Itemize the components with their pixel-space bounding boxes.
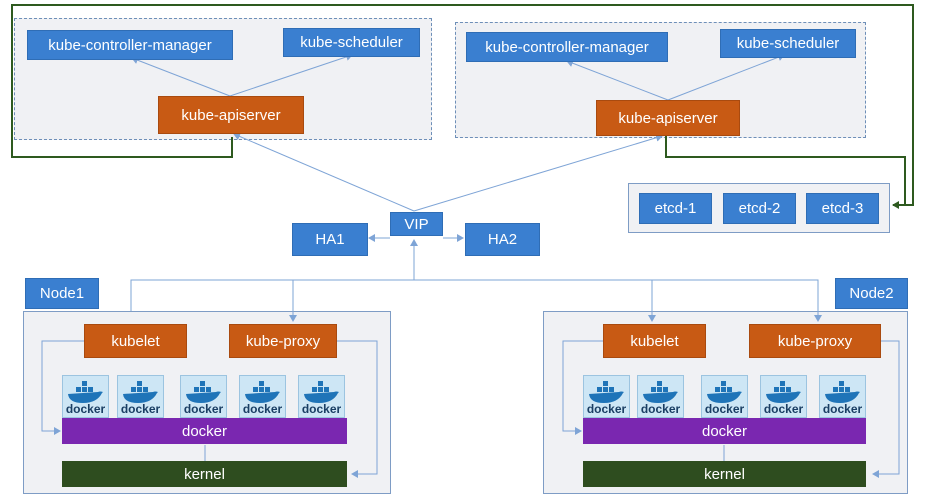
docker-logo-icon: docker: [704, 402, 745, 416]
docker-whale-icon: [304, 381, 339, 403]
ha1-box[interactable]: HA1: [292, 223, 368, 256]
docker-whale-icon: [707, 381, 742, 403]
docker-logo-icon: docker: [822, 402, 863, 416]
node1-kubelet[interactable]: kubelet: [84, 324, 187, 358]
node2-container-2[interactable]: docker: [637, 375, 684, 418]
node2-container-5[interactable]: docker: [819, 375, 866, 418]
docker-whale-icon: [589, 381, 624, 403]
node1-kube-proxy[interactable]: kube-proxy: [229, 324, 337, 358]
etcd-3-member[interactable]: etcd-3: [806, 193, 879, 224]
docker-logo-icon: docker: [301, 402, 342, 416]
docker-whale-icon: [123, 381, 158, 403]
node2-container-4[interactable]: docker: [760, 375, 807, 418]
node2-container-1[interactable]: docker: [583, 375, 630, 418]
master2-controller-manager[interactable]: kube-controller-manager: [466, 32, 668, 62]
docker-logo-icon: docker: [183, 402, 224, 416]
master1-scheduler[interactable]: kube-scheduler: [283, 28, 420, 57]
node2-label: Node2: [835, 278, 908, 309]
node1-container-1[interactable]: docker: [62, 375, 109, 418]
docker-whale-icon: [766, 381, 801, 403]
master1-controller-manager[interactable]: kube-controller-manager: [27, 30, 233, 60]
node1-container-4[interactable]: docker: [239, 375, 286, 418]
docker-whale-icon: [825, 381, 860, 403]
etcd-2-member[interactable]: etcd-2: [723, 193, 796, 224]
docker-whale-icon: [643, 381, 678, 403]
node2-docker-runtime[interactable]: docker: [583, 418, 866, 444]
docker-logo-icon: docker: [586, 402, 627, 416]
node1-container-2[interactable]: docker: [117, 375, 164, 418]
docker-logo-icon: docker: [640, 402, 681, 416]
vip-box[interactable]: VIP: [390, 212, 443, 236]
docker-logo-icon: docker: [242, 402, 283, 416]
docker-logo-icon: docker: [65, 402, 106, 416]
docker-whale-icon: [245, 381, 280, 403]
master2-apiserver[interactable]: kube-apiserver: [596, 100, 740, 136]
docker-logo-icon: docker: [120, 402, 161, 416]
node1-docker-runtime[interactable]: docker: [62, 418, 347, 444]
docker-whale-icon: [186, 381, 221, 403]
docker-logo-icon: docker: [763, 402, 804, 416]
node2-kube-proxy[interactable]: kube-proxy: [749, 324, 881, 358]
node1-container-5[interactable]: docker: [298, 375, 345, 418]
ha2-box[interactable]: HA2: [465, 223, 540, 256]
etcd-1-member[interactable]: etcd-1: [639, 193, 712, 224]
docker-whale-icon: [68, 381, 103, 403]
node2-container-3[interactable]: docker: [701, 375, 748, 418]
node2-kernel[interactable]: kernel: [583, 461, 866, 487]
master2-scheduler[interactable]: kube-scheduler: [720, 29, 856, 58]
node1-container-3[interactable]: docker: [180, 375, 227, 418]
node1-label: Node1: [25, 278, 99, 309]
master1-apiserver[interactable]: kube-apiserver: [158, 96, 304, 134]
node2-kubelet[interactable]: kubelet: [603, 324, 706, 358]
node1-kernel[interactable]: kernel: [62, 461, 347, 487]
